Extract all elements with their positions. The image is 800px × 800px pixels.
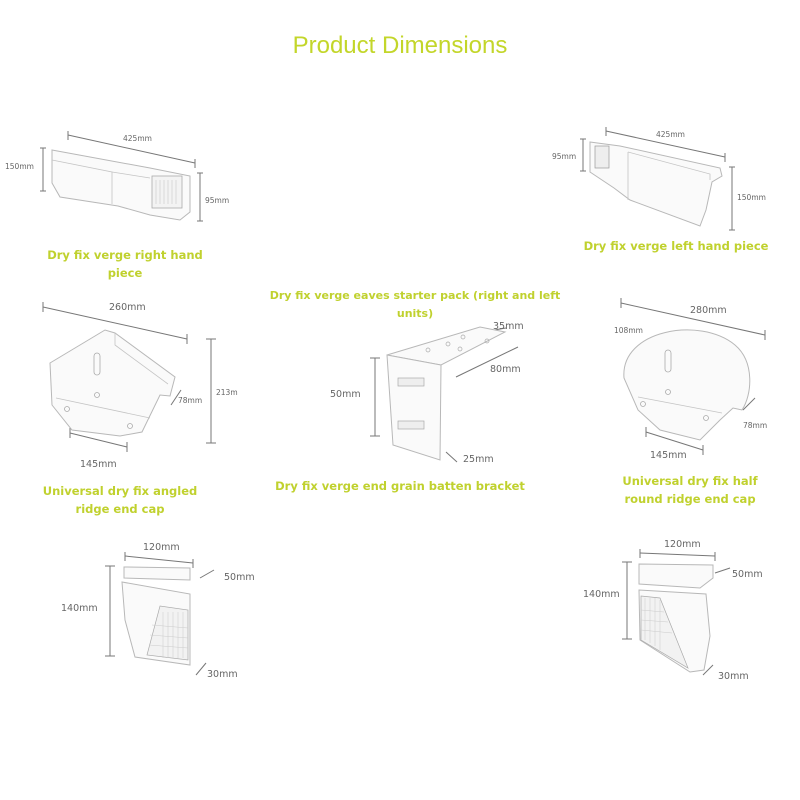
eaves-starter-pack-header: Dry fix verge eaves starter pack (right … <box>269 289 561 320</box>
dim-height: 50mm <box>330 389 361 400</box>
dim-foot: 25mm <box>463 454 494 465</box>
caption-half-round-ridge-end-cap: Universal dry fix half round ridge end c… <box>595 472 785 508</box>
dim-depth: 50mm <box>224 572 255 583</box>
eaves-unit-right-drawing <box>622 549 731 676</box>
dim-length: 425mm <box>123 134 152 143</box>
dim-length: 425mm <box>656 130 685 139</box>
caption-angled-ridge-end-cap: Universal dry fix angled ridge end cap <box>25 482 215 518</box>
caption-batten-bracket: Dry fix verge end grain batten bracket <box>275 479 525 493</box>
dim-height: 150mm <box>737 193 766 202</box>
caption-line-1: Universal dry fix half <box>622 474 758 488</box>
dim-radius: 108mm <box>614 326 643 335</box>
dim-width: 120mm <box>143 542 180 553</box>
dim-top: 35mm <box>493 321 524 332</box>
caption-line-1: Universal dry fix angled <box>42 484 198 498</box>
dim-depth: 50mm <box>732 569 763 580</box>
dim-depth: 78mm <box>178 396 203 405</box>
dim-height: 213m <box>216 388 238 397</box>
caption-left-hand-piece: Dry fix verge left hand piece <box>583 239 769 253</box>
dim-foot: 30mm <box>207 669 238 680</box>
caption-line-2: round ridge end cap <box>624 492 756 506</box>
half-round-ridge-end-cap-drawing <box>620 298 766 455</box>
dim-height: 150mm <box>5 162 34 171</box>
dim-height: 140mm <box>583 589 620 600</box>
caption-right-hand-piece: Dry fix verge right hand piece <box>47 248 203 280</box>
batten-bracket-drawing <box>370 326 519 463</box>
dim-width: 120mm <box>664 539 701 550</box>
angled-ridge-end-cap-drawing <box>42 302 216 452</box>
dim-width: 280mm <box>690 305 727 316</box>
dim-end-height: 95mm <box>205 196 230 205</box>
dim-foot: 30mm <box>718 671 749 682</box>
dim-width: 260mm <box>109 302 146 313</box>
eaves-unit-left-drawing <box>105 552 215 676</box>
page-title: Product Dimensions <box>292 32 508 59</box>
dim-base: 145mm <box>80 459 117 470</box>
dim-height: 140mm <box>61 603 98 614</box>
dim-end-height: 95mm <box>552 152 577 161</box>
right-hand-piece-drawing <box>40 131 203 222</box>
dim-depth: 78mm <box>743 421 768 430</box>
dim-length: 80mm <box>490 364 521 375</box>
caption-line-2: ridge end cap <box>75 502 165 516</box>
dim-base: 145mm <box>650 450 687 461</box>
left-hand-piece-drawing <box>580 127 735 231</box>
